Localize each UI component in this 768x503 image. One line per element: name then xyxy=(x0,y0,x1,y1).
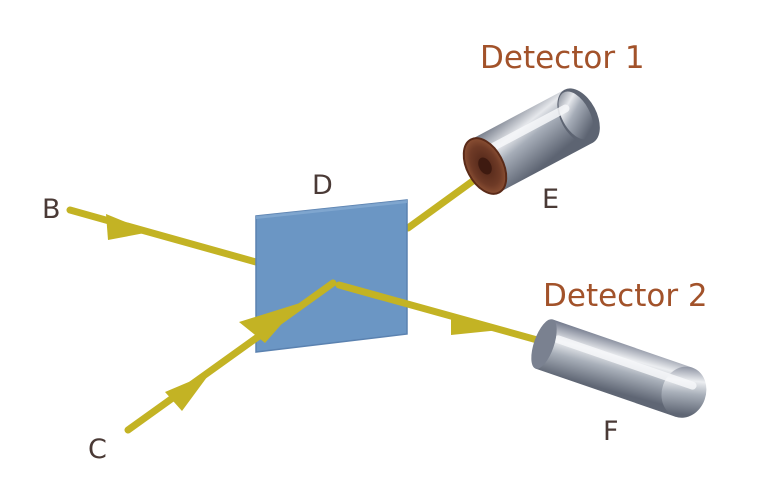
detector-2-label: Detector 2 xyxy=(543,278,708,314)
beam-to-detector-2 xyxy=(335,281,552,347)
beam-c-arrow-2 xyxy=(239,303,300,343)
detector-1 xyxy=(462,88,600,195)
detector-2 xyxy=(531,319,707,418)
label-d: D xyxy=(312,170,333,201)
detector-1-label: Detector 1 xyxy=(480,40,645,76)
beam-to-detector-2-arrow xyxy=(451,313,500,335)
label-b: B xyxy=(42,194,61,225)
beam-b xyxy=(66,206,260,266)
label-c: C xyxy=(88,434,107,465)
label-e: E xyxy=(542,184,559,215)
beam-c-arrow-1 xyxy=(165,373,210,411)
beam-splitter xyxy=(255,199,408,353)
label-f: F xyxy=(603,416,619,447)
beam-b-arrow xyxy=(106,214,150,240)
beam-c xyxy=(124,279,337,434)
